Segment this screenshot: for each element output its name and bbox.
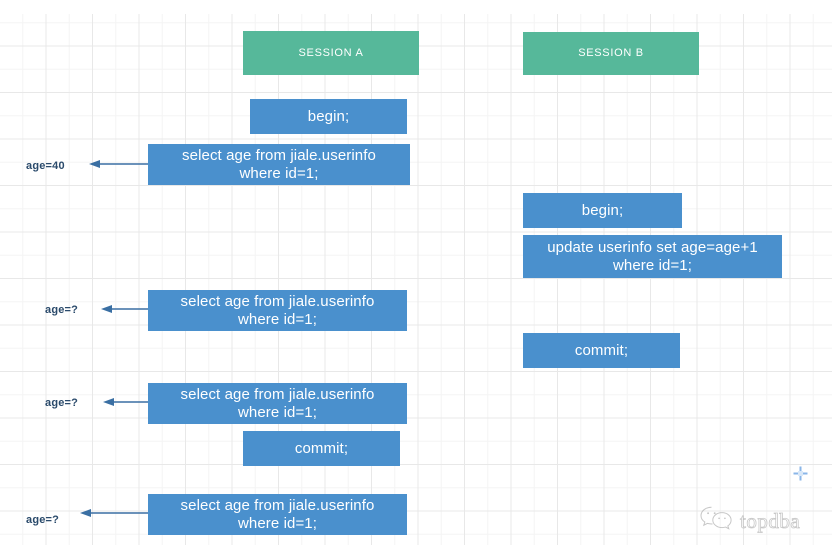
result-arrow-1 — [89, 158, 148, 170]
statement-box-a-begin[interactable]: begin; — [250, 99, 407, 134]
statement-box-b-commit[interactable]: commit; — [523, 333, 680, 368]
statement-box-b-begin[interactable]: begin; — [523, 193, 682, 228]
plus-marker-icon — [793, 466, 808, 481]
result-label-1: age=40 — [26, 160, 65, 172]
statement-box-a-commit[interactable]: commit; — [243, 431, 400, 466]
session-b-header[interactable]: SESSION B — [523, 32, 699, 75]
watermark: topdba — [700, 505, 800, 537]
result-arrow-4 — [80, 507, 148, 519]
statement-box-b-update[interactable]: update userinfo set age=age+1 where id=1… — [523, 235, 782, 278]
result-arrow-3 — [103, 396, 148, 408]
statement-box-a-select-4[interactable]: select age from jiale.userinfo where id=… — [148, 494, 407, 535]
result-arrow-2 — [101, 303, 148, 315]
result-label-2: age=? — [45, 304, 79, 316]
statement-box-a-select-1[interactable]: select age from jiale.userinfo where id=… — [148, 144, 410, 185]
session-a-header[interactable]: SESSION A — [243, 31, 419, 75]
result-label-3: age=? — [45, 397, 79, 409]
canvas-top-margin — [0, 0, 832, 14]
statement-box-a-select-2[interactable]: select age from jiale.userinfo where id=… — [148, 290, 407, 331]
statement-box-a-select-3[interactable]: select age from jiale.userinfo where id=… — [148, 383, 407, 424]
result-label-4: age=? — [26, 514, 60, 526]
canvas-bottom-margin — [0, 545, 832, 552]
watermark-text: topdba — [740, 508, 801, 533]
wechat-icon — [700, 505, 734, 537]
